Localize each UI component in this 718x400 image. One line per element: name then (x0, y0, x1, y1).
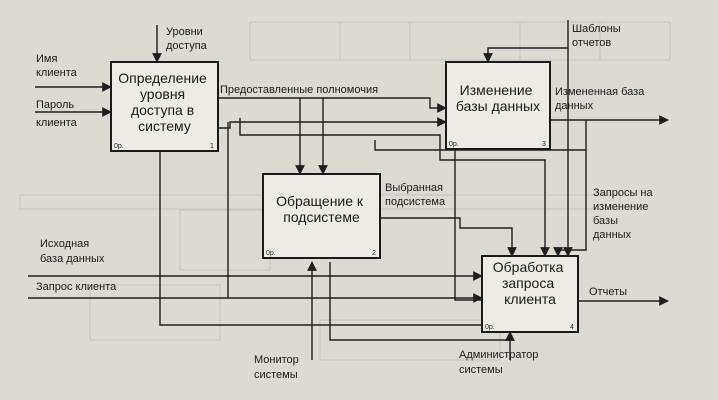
box-node-ref: 0р. (114, 143, 124, 150)
box-node-ref: 0р. (449, 141, 459, 148)
label-system-admin: Администратор системы (459, 349, 541, 376)
box-access-level-title: Определение уровня доступа в систему (118, 70, 210, 134)
box-request-processing-title: Обработка запроса клиента (493, 259, 568, 307)
box-db-change-title: Изменение базы данных (456, 82, 540, 114)
label-granted-permissions: Предоставленные полномочия (220, 84, 378, 96)
label-report-templates: Шаблоны отчетов (572, 23, 624, 49)
label-client-request: Запрос клиента (36, 281, 117, 293)
box-db-change: Изменение базы данных 0р. 3 (445, 61, 551, 150)
label-reports: Отчеты (589, 286, 627, 298)
arrow-labels: Имя клиента Пароль клиента Уровни доступ… (36, 23, 656, 381)
box-request-processing: Обработка запроса клиента 0р. 4 (481, 255, 579, 333)
label-client-password: Пароль клиента (36, 99, 78, 129)
label-system-monitor: Монитор системы (254, 354, 302, 381)
box-node-ref: 0р. (266, 250, 276, 257)
arrow-permissions-b3 (323, 97, 447, 113)
box-subsystem-access: Обращение к подсистеме 0р. 2 (262, 173, 381, 259)
arrow-selected-subsystem (380, 217, 517, 257)
label-db-change-requests: Запросы на изменение базы данных (593, 187, 656, 241)
label-selected-subsystem: Выбранная подсистема (385, 182, 446, 208)
box-subsystem-access-title: Обращение к подсистеме (276, 193, 367, 225)
box-number: 2 (372, 250, 376, 257)
box-number: 4 (570, 324, 574, 331)
arrow-permissions-main (218, 97, 328, 175)
arrow-db-change-requests (553, 150, 587, 257)
arrow-permissions-b4 (218, 117, 447, 129)
arrow-admin-loop (329, 262, 510, 341)
arrow-permissions-down (239, 118, 550, 257)
arrow-report-templates (483, 20, 569, 63)
box-access-level: Определение уровня доступа в систему 0р.… (110, 61, 219, 152)
box-node-ref: 0р. (485, 324, 495, 331)
box-number: 1 (210, 143, 214, 150)
label-client-name: Имя клиента (36, 53, 78, 79)
label-access-levels: Уровни доступа (166, 26, 208, 52)
box-number: 3 (542, 141, 546, 148)
label-source-db: Исходная база данных (40, 238, 105, 265)
label-changed-db: Измененная база данных (555, 86, 647, 112)
